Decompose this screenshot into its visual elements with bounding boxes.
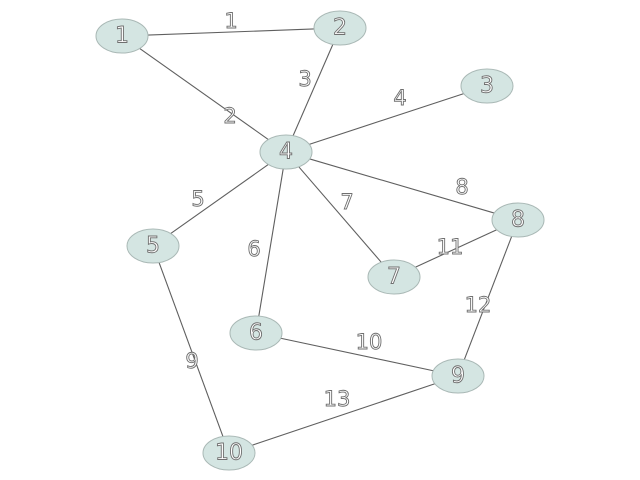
node-10: 10	[202, 435, 256, 471]
node-label: 9	[451, 364, 465, 389]
edge-2-4	[292, 44, 334, 136]
edge-1-4	[139, 48, 269, 140]
edge-5-10	[158, 262, 224, 437]
node-ellipse	[229, 315, 283, 351]
node-9: 9	[431, 358, 485, 394]
node-label: 4	[279, 140, 293, 165]
edge-weight-label: 10	[356, 330, 383, 354]
node-ellipse	[95, 18, 149, 54]
edge-weight-label: 5	[191, 187, 204, 211]
edge-10-9	[251, 383, 436, 446]
edge-weight-label: 1	[224, 9, 237, 33]
node-label: 7	[387, 265, 401, 290]
edge-weight-label: 13	[324, 387, 351, 411]
edge-weight-label: 11	[437, 235, 464, 259]
node-label: 2	[333, 16, 347, 41]
edge-8-9	[463, 236, 513, 360]
edge-4-3	[309, 93, 464, 145]
node-label: 8	[511, 208, 525, 233]
node-ellipse	[313, 10, 367, 46]
edge-weight-label: 7	[340, 190, 353, 214]
edge-4-7	[298, 166, 382, 263]
edge-4-5	[170, 164, 269, 234]
edge-7-8	[415, 229, 497, 268]
node-8: 8	[491, 202, 545, 238]
node-5: 5	[126, 228, 180, 264]
edge-weight-label: 9	[185, 349, 198, 373]
node-label: 6	[249, 321, 263, 346]
node-ellipse	[367, 259, 421, 295]
node-ellipse	[460, 68, 514, 104]
node-1: 1	[95, 18, 149, 54]
edge-weight-label: 8	[455, 175, 468, 199]
edge-6-9	[280, 337, 434, 372]
node-6: 6	[229, 315, 283, 351]
node-4: 4	[259, 134, 313, 170]
node-label: 1	[115, 24, 129, 49]
node-ellipse	[431, 358, 485, 394]
edge-4-8	[309, 158, 495, 214]
edge-weight-label: 2	[223, 104, 236, 128]
node-7: 7	[367, 259, 421, 295]
edge-4-6	[258, 168, 284, 317]
node-ellipse	[491, 202, 545, 238]
node-label: 10	[215, 441, 243, 466]
edge-1-2	[147, 28, 315, 36]
edge-weight-label: 4	[393, 86, 406, 110]
edge-weight-label: 6	[247, 237, 260, 261]
edge-weight-label: 3	[298, 67, 311, 91]
node-label: 5	[146, 234, 160, 259]
node-ellipse	[202, 435, 256, 471]
node-label: 3	[480, 74, 494, 99]
node-ellipse	[126, 228, 180, 264]
edges-layer	[139, 28, 513, 446]
node-3: 3	[460, 68, 514, 104]
node-2: 2	[313, 10, 367, 46]
edge-weight-label: 12	[465, 293, 492, 317]
node-ellipse	[259, 134, 313, 170]
